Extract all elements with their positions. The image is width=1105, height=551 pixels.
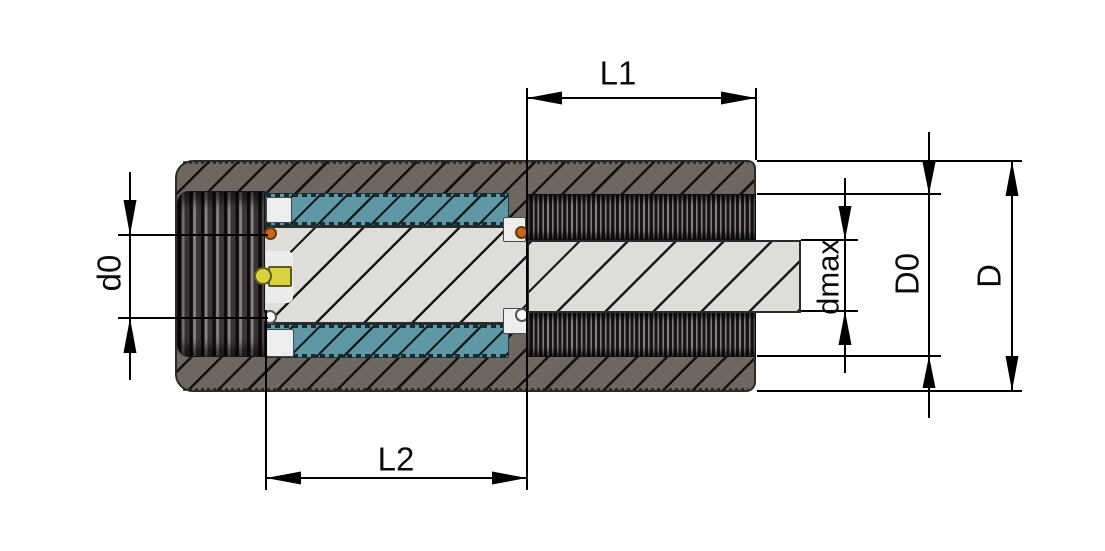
o-ring-top-right-icon (515, 226, 528, 239)
ball-seal-bottom-right-icon (515, 308, 529, 322)
dim-label-D: D (970, 264, 1008, 288)
piston-rod-section (527, 240, 801, 313)
internal-thread-top-band (527, 194, 756, 240)
dim-label-D0: D0 (888, 252, 926, 296)
dim-label-d0: d0 (90, 254, 128, 292)
cartridge-sleeve-top (265, 193, 509, 226)
end-cap-block-bottom-left (266, 329, 294, 357)
internal-thread-left-coils (177, 191, 265, 357)
end-cap-block-top-left (266, 197, 292, 223)
piston-body-section (265, 226, 528, 324)
dim-label-L2: L2 (377, 440, 415, 478)
dim-label-dmax: dmax (810, 239, 846, 315)
o-ring-top-left-icon (264, 227, 277, 240)
valve-pin-tip-icon (254, 267, 272, 285)
dim-label-L1: L1 (599, 54, 637, 92)
internal-thread-bottom-band (527, 312, 756, 357)
ball-seal-bottom-left-icon (263, 310, 277, 324)
cartridge-sleeve-bottom (265, 324, 509, 358)
